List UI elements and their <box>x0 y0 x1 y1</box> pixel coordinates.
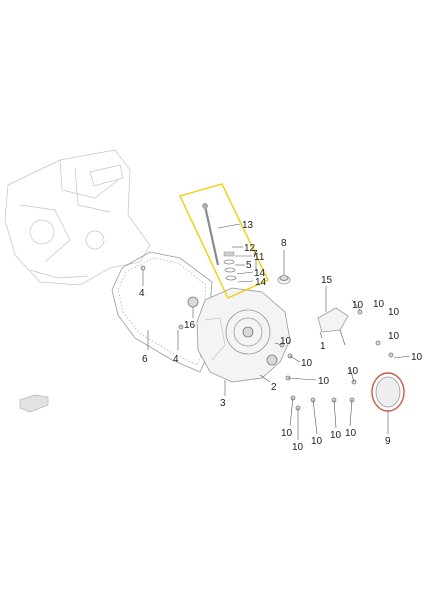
callout-4-upper: 4 <box>139 288 145 299</box>
callout-10-a: 10 <box>352 300 364 311</box>
clutch-cover <box>196 287 291 383</box>
callout-14-upper: 14 <box>254 268 266 279</box>
callout-10-h: 10 <box>318 376 330 387</box>
callout-10-e: 10 <box>411 352 423 363</box>
bracket <box>317 307 349 333</box>
callout-10-m: 10 <box>292 442 304 453</box>
callout-14-lower: 14 <box>255 277 267 288</box>
highlight-frame <box>179 183 269 299</box>
plug <box>277 275 291 285</box>
callout-10-c: 10 <box>388 307 400 318</box>
callout-9: 9 <box>385 436 391 447</box>
engine-ghost-outline <box>4 149 151 286</box>
callout-13: 13 <box>242 220 254 231</box>
callout-10-k: 10 <box>330 430 342 441</box>
callout-12: 12 <box>244 243 256 254</box>
callout-16: 16 <box>184 320 196 331</box>
callout-4-lower: 4 <box>173 354 179 365</box>
callout-labels: 13 7 8 12 11 5 14 14 4 15 10 10 10 10 10… <box>139 220 423 453</box>
callout-10-i: 10 <box>281 428 293 439</box>
callout-10-b: 10 <box>373 299 385 310</box>
callout-10-j: 10 <box>311 436 323 447</box>
callout-11: 11 <box>254 252 265 263</box>
navigation-arrow-icon <box>19 394 49 413</box>
callout-10-g: 10 <box>301 358 313 369</box>
callout-8: 8 <box>281 238 287 249</box>
callout-10-d: 10 <box>388 331 400 342</box>
callout-1: 1 <box>320 341 326 352</box>
callout-3: 3 <box>220 398 226 409</box>
callout-10-n: 10 <box>347 366 359 377</box>
callout-5: 5 <box>246 260 252 271</box>
highlighted-subassembly <box>179 183 269 299</box>
inspection-cover <box>371 372 405 412</box>
callout-15: 15 <box>321 275 333 286</box>
gasket <box>111 251 213 373</box>
leader-lines <box>142 223 411 440</box>
callout-2: 2 <box>271 382 277 393</box>
callout-7: 7 <box>252 249 258 260</box>
oil-filler-cap <box>187 296 199 308</box>
callout-10-f: 10 <box>280 336 292 347</box>
callout-10-l: 10 <box>345 428 357 439</box>
callout-6: 6 <box>142 354 148 365</box>
